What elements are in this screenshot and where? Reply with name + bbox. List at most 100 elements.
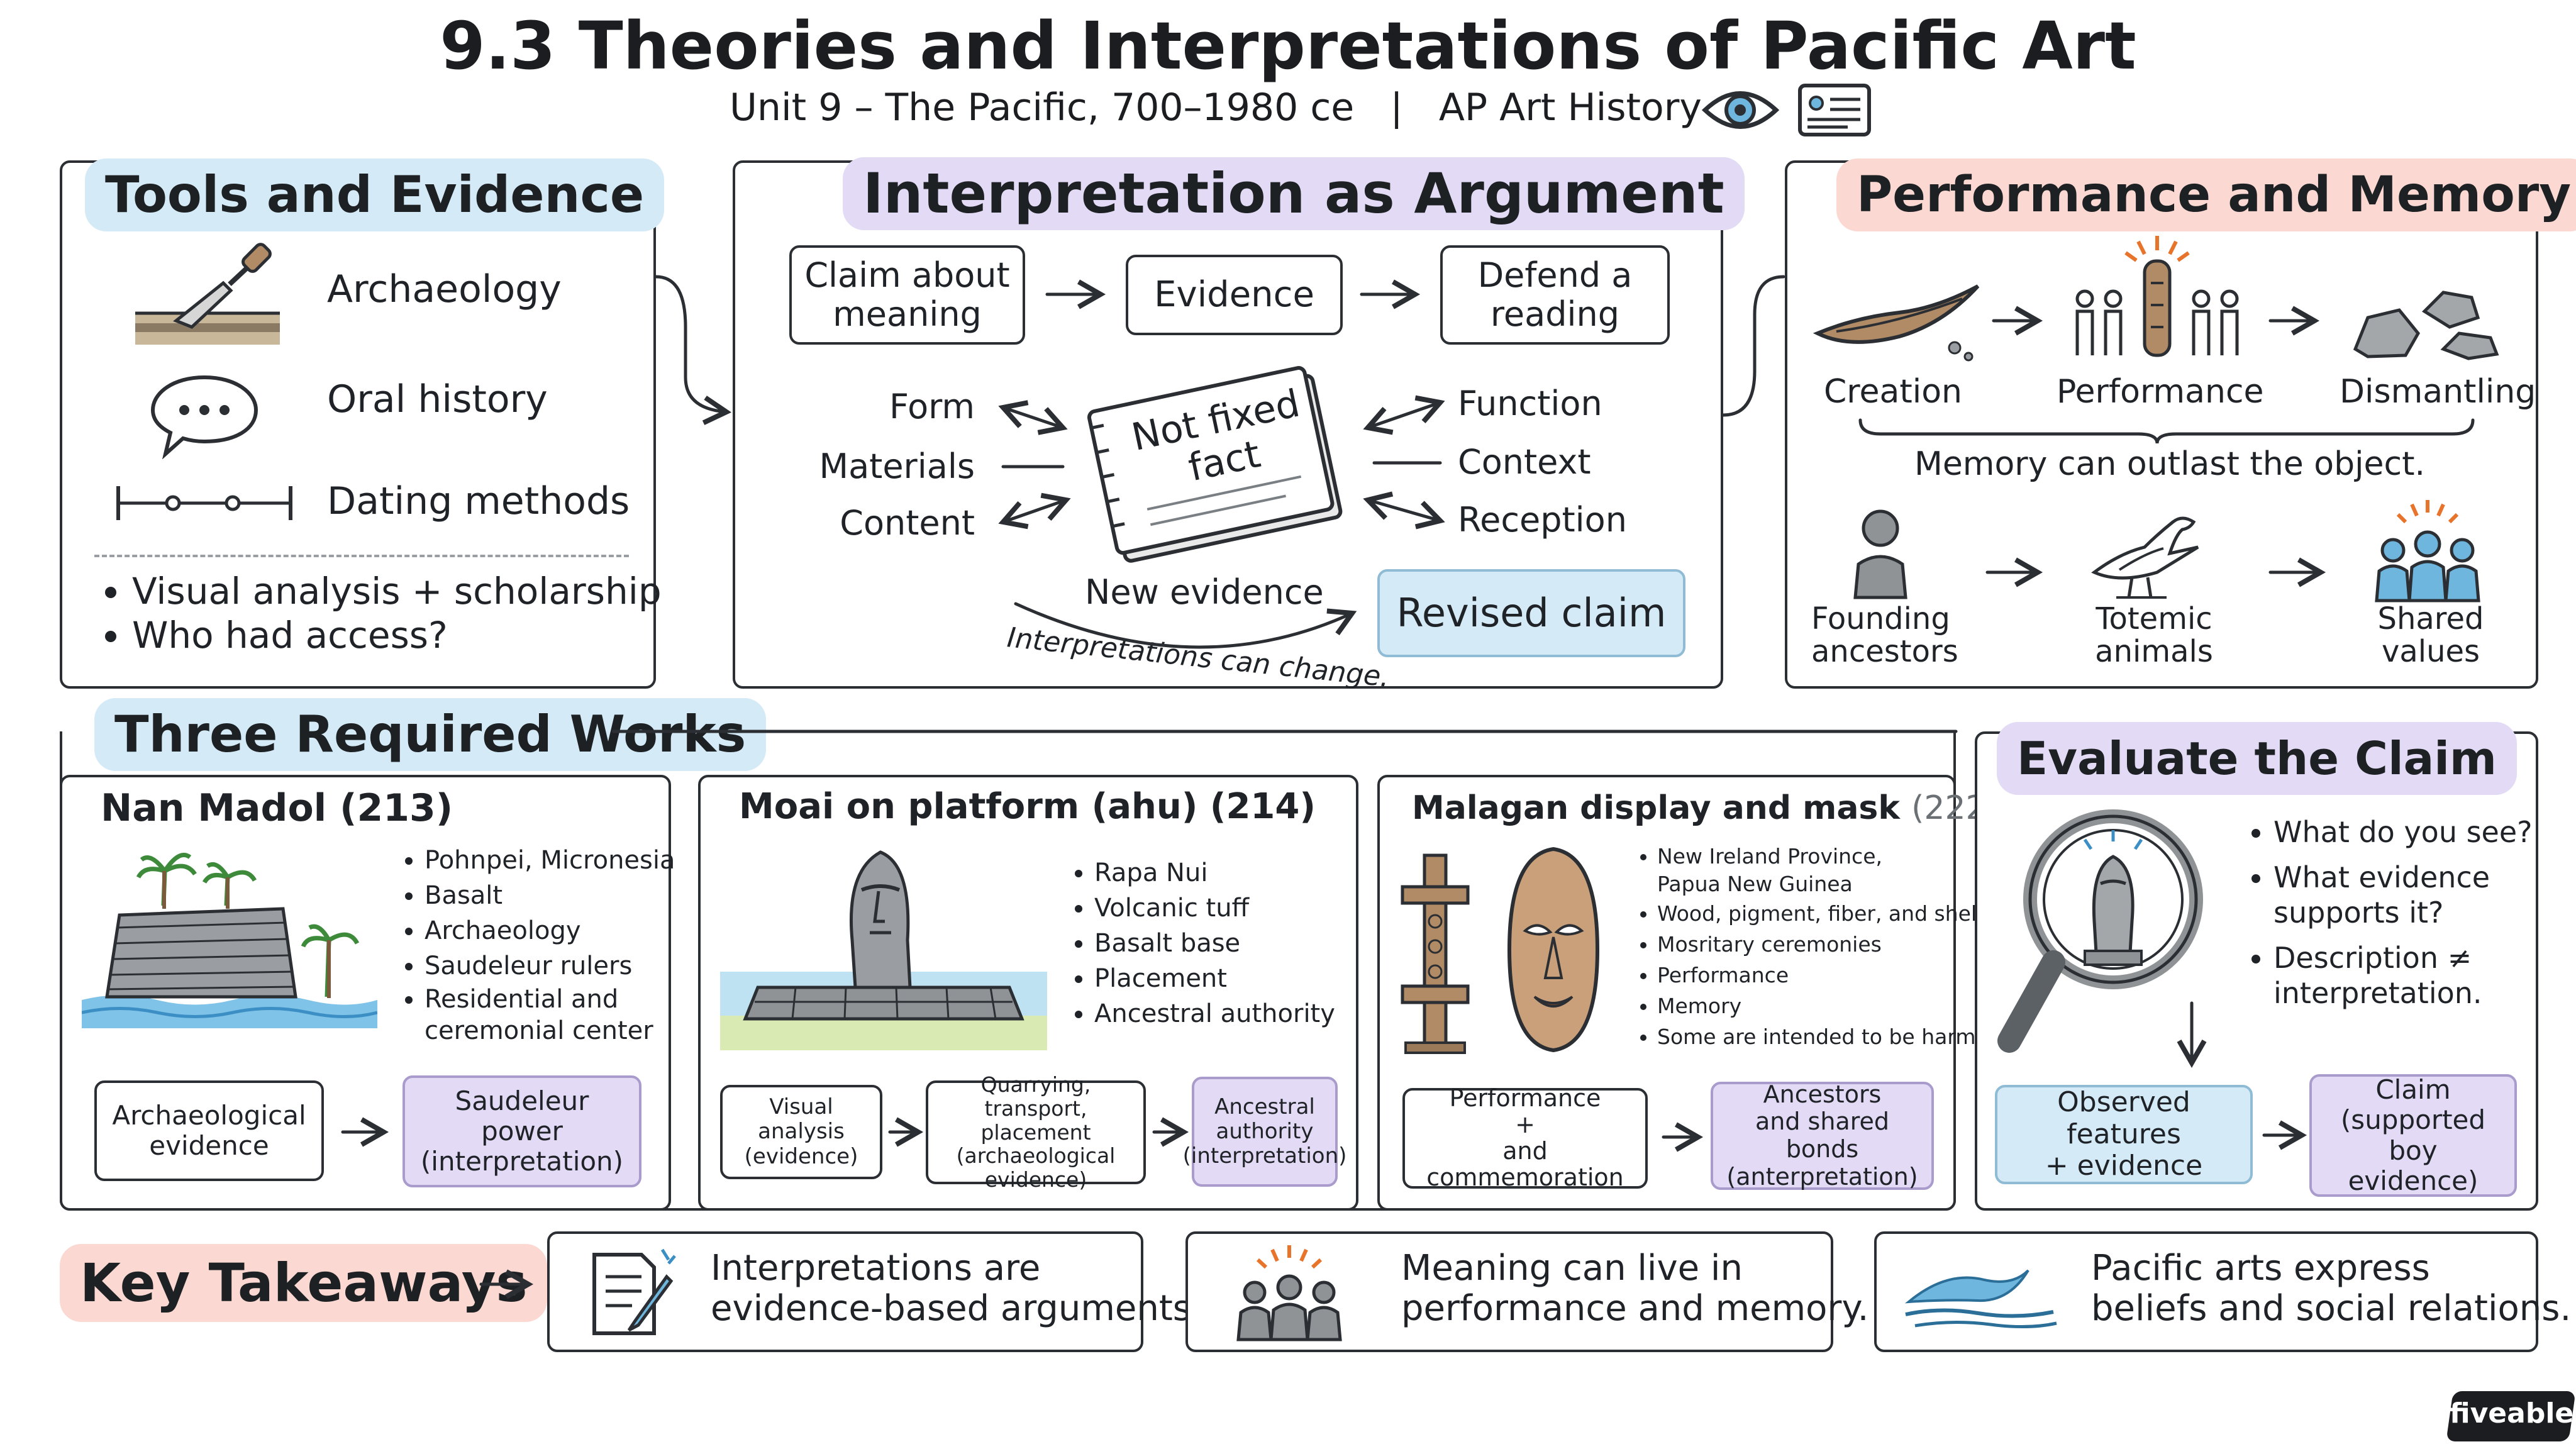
- ancestor-icon: [1853, 509, 1907, 599]
- nan-madol-interpretation-chip: Saudeleur power (interpretation): [402, 1075, 641, 1187]
- flow-defend-box: Defend a reading: [1440, 245, 1670, 345]
- evaluate-question: Description ≠ interpretation.: [2273, 940, 2533, 1011]
- stage-creation: Creation: [1824, 373, 1963, 411]
- moai-bullets: Rapa Nui Volcanic tuff Basalt base Place…: [1069, 855, 1335, 1031]
- tool-label-oral-history: Oral history: [327, 377, 548, 421]
- magnifier-icon: [1997, 809, 2203, 1053]
- brand-text: fiveable: [2450, 1397, 2574, 1430]
- rubble-icon: [2353, 291, 2499, 360]
- tools-to-argument-connector: [654, 275, 732, 425]
- moai-title: Moai on platform (ahu) (214): [739, 786, 1316, 827]
- malagan-illustration: [1401, 847, 1600, 1054]
- moai-bullet: Ancestral authority: [1094, 996, 1335, 1031]
- moai-archaeology-chip: Quarrying, transport, placement (archaeo…: [926, 1072, 1146, 1192]
- notebook-icon: [1087, 366, 1343, 563]
- function-arrow: [1363, 395, 1445, 435]
- wave-icon: [1904, 1269, 2057, 1329]
- value-ancestors: Founding ancestors: [1811, 601, 1958, 669]
- moai-illustration: [720, 850, 1047, 1050]
- works-title: Three Required Works: [94, 698, 767, 771]
- term-context: Context: [1458, 442, 1591, 482]
- stage-dismantling: Dismantling: [2340, 373, 2536, 411]
- takeaway-text-2: Meaning can live in performance and memo…: [1401, 1248, 1869, 1329]
- observed-features-chip: Observed features + evidence: [1995, 1085, 2253, 1184]
- canoe-icon: [1813, 284, 1980, 362]
- revised-claim-box: Revised claim: [1377, 569, 1685, 657]
- trowel-icon: [135, 243, 280, 345]
- malagan-bullet: Wood, pigment, fiber, and shell: [1657, 898, 2008, 929]
- term-function: Function: [1458, 384, 1602, 423]
- tools-bullet: Visual analysis + scholarship: [132, 569, 662, 613]
- flow-evidence-box: Evidence: [1126, 255, 1343, 335]
- nan-madol-illustration: [82, 853, 377, 1028]
- timeline-icon: [116, 486, 292, 520]
- community-icon: [2375, 500, 2480, 602]
- supported-claim-chip: Claim (supported boy evidence): [2309, 1074, 2517, 1197]
- new-evidence-curve: [1014, 602, 1357, 649]
- malagan-bullet: Performance: [1657, 960, 2008, 991]
- evaluate-question: What do you see?: [2273, 814, 2533, 850]
- eye-icon: [1701, 91, 1780, 129]
- nan-madol-bullet: Archaeology: [425, 913, 675, 948]
- moai-bullet: Volcanic tuff: [1094, 891, 1335, 926]
- memory-note: Memory can outlast the object.: [1914, 445, 2426, 483]
- performance-icon: [2075, 236, 2239, 357]
- malagan-title-text: Malagan display and mask: [1412, 789, 1900, 827]
- takeaway-text-1: Interpretations are evidence-based argum…: [711, 1248, 1202, 1329]
- tools-bullets: Visual analysis + scholarship Who had ac…: [107, 569, 662, 657]
- malagan-bullets: New Ireland Province, Papua New Guinea W…: [1632, 843, 2008, 1052]
- nan-madol-bullet: Saudeleur rulers: [425, 948, 675, 984]
- memory-bracket: [1858, 418, 2475, 444]
- content-arrow: [998, 492, 1071, 530]
- takeaways-title: Key Takeaways: [60, 1244, 548, 1322]
- tool-label-archaeology: Archaeology: [327, 267, 562, 311]
- takeaway-text-3: Pacific arts express beliefs and social …: [2091, 1248, 2572, 1329]
- nan-madol-evidence-chip: Archaeological evidence: [94, 1080, 324, 1181]
- evaluate-questions: What do you see? What evidence supports …: [2248, 814, 2533, 1011]
- new-evidence-label: New evidence: [1085, 572, 1324, 612]
- evaluate-title: Evaluate the Claim: [1997, 722, 2517, 795]
- flow-claim-box: Claim about meaning: [789, 245, 1025, 345]
- malagan-title: Malagan display and mask (222): [1412, 789, 1999, 827]
- nan-madol-title: Nan Madol (213): [101, 786, 453, 830]
- tools-bullet: Who had access?: [132, 613, 662, 657]
- id-card-icon: [1798, 84, 1871, 136]
- tool-label-dating: Dating methods: [327, 479, 630, 523]
- malagan-bullet: Memory: [1657, 991, 2008, 1021]
- moai-visual-chip: Visual analysis (evidence): [720, 1085, 882, 1179]
- people-icon: [1236, 1245, 1342, 1341]
- malagan-bullet: Mosritary ceremonies: [1657, 929, 2008, 960]
- value-shared: Shared values: [2377, 601, 2484, 669]
- tools-divider: [94, 555, 629, 557]
- speech-bubble-icon: [150, 375, 258, 459]
- tools-title: Tools and Evidence: [85, 158, 665, 231]
- argument-to-performance-connector: [1721, 275, 1785, 417]
- nan-madol-bullet: Residential and ceremonial center: [425, 984, 675, 1046]
- reception-arrow: [1363, 491, 1445, 530]
- stage-performance: Performance: [2057, 373, 2264, 411]
- form-arrow: [998, 400, 1068, 435]
- malagan-bullet: Some are intended to be harmed.: [1657, 1021, 2008, 1052]
- document-pen-icon: [592, 1248, 676, 1335]
- term-content: Content: [840, 503, 975, 543]
- nan-madol-bullet: Pohnpei, Micronesia: [425, 843, 675, 878]
- page-subtitle: Unit 9 – The Pacific, 700–1980 ce | AP A…: [730, 86, 1702, 130]
- value-totemic: Totemic animals: [2095, 601, 2213, 669]
- moai-bullet: Placement: [1094, 961, 1335, 996]
- malagan-performance-chip: Performance + and commemoration: [1402, 1085, 1648, 1191]
- moai-bullet: Basalt base: [1094, 926, 1335, 961]
- term-form: Form: [889, 387, 975, 426]
- bird-icon: [2091, 516, 2199, 599]
- moai-interpretation-chip: Ancestral authority (interpretation): [1183, 1077, 1346, 1187]
- evaluate-question: What evidence supports it?: [2273, 860, 2533, 930]
- malagan-bullet: New Ireland Province, Papua New Guinea: [1657, 843, 2008, 898]
- nan-madol-bullet: Basalt: [425, 878, 675, 913]
- page-title: 9.3 Theories and Interpretations of Paci…: [440, 8, 2136, 84]
- performance-title: Performance and Memory: [1836, 158, 2576, 231]
- term-materials: Materials: [819, 447, 975, 486]
- moai-bullet: Rapa Nui: [1094, 855, 1335, 891]
- argument-title: Interpretation as Argument: [843, 157, 1745, 230]
- nan-madol-bullets: Pohnpei, Micronesia Basalt Archaeology S…: [399, 843, 675, 1046]
- malagan-interpretation-chip: Ancestors and shared bonds (anterpretati…: [1711, 1080, 1934, 1191]
